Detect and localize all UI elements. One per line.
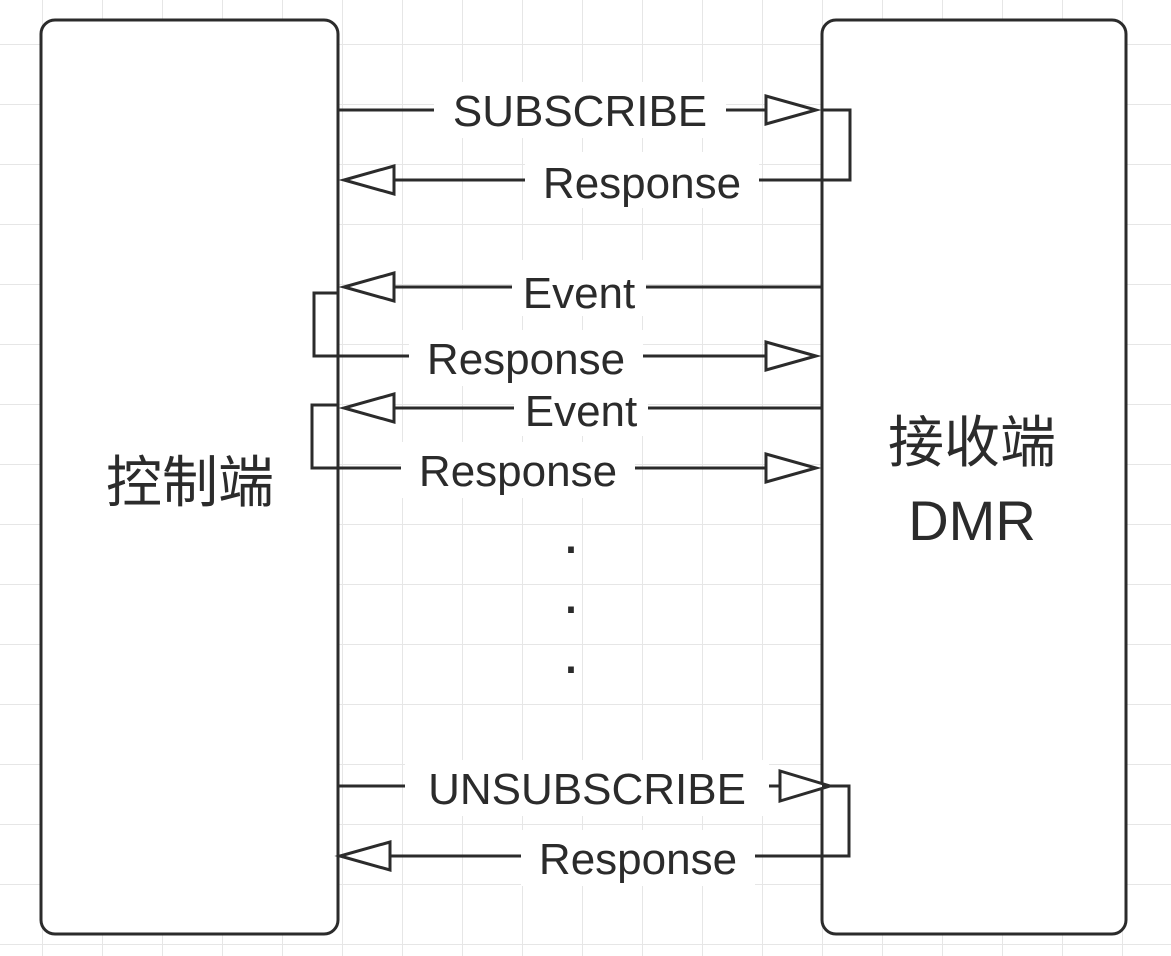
ellipsis-dot: · bbox=[561, 572, 581, 639]
control-point-label: 控制端 bbox=[106, 451, 274, 514]
dmr-label-line1: 接收端 bbox=[888, 411, 1056, 474]
message-label: Response bbox=[427, 335, 625, 384]
message-response-1: Response bbox=[338, 152, 822, 208]
message-label: Response bbox=[543, 159, 741, 208]
ellipsis: · · · bbox=[561, 512, 581, 699]
message-unsubscribe: UNSUBSCRIBE bbox=[338, 760, 851, 858]
dmr-box bbox=[820, 18, 1128, 936]
control-point-box bbox=[39, 18, 340, 936]
dmr-label-line2: DMR bbox=[908, 489, 1036, 552]
ellipsis-dot: · bbox=[561, 512, 581, 579]
message-label: SUBSCRIBE bbox=[453, 87, 707, 136]
message-event-2: Event bbox=[310, 384, 822, 470]
message-label: Event bbox=[525, 387, 638, 436]
message-response-4: Response bbox=[334, 830, 822, 886]
message-label: Response bbox=[419, 447, 617, 496]
message-label: Response bbox=[539, 835, 737, 884]
message-event-1: Event bbox=[312, 260, 822, 358]
message-label: Event bbox=[523, 269, 636, 318]
message-subscribe: SUBSCRIBE bbox=[338, 82, 852, 182]
message-label: UNSUBSCRIBE bbox=[428, 765, 746, 814]
message-response-3: Response bbox=[338, 442, 822, 498]
ellipsis-dot: · bbox=[561, 632, 581, 699]
message-response-2: Response bbox=[338, 330, 822, 386]
